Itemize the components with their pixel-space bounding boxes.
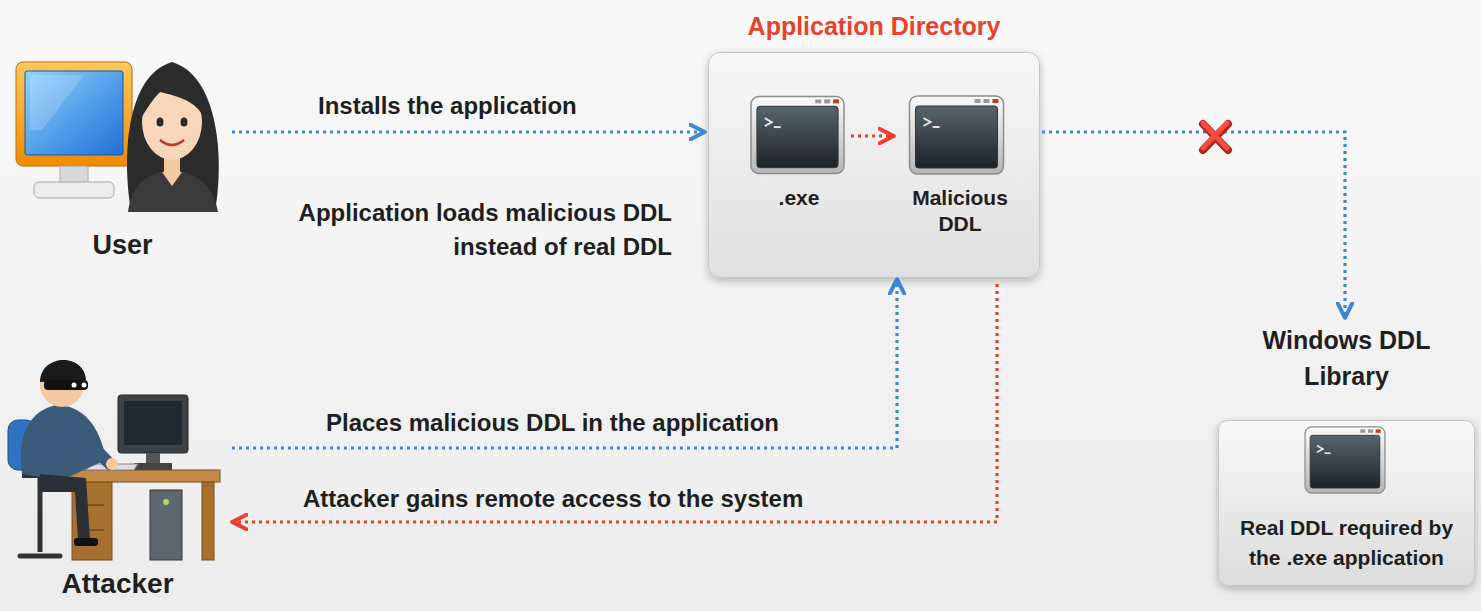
edge-label: Places malicious DDL in the application <box>326 408 779 438</box>
user-figure <box>127 62 219 212</box>
file-name: .exe <box>749 185 849 211</box>
user-figure <box>181 118 188 127</box>
attacker-figure <box>202 482 214 560</box>
connector-arrow <box>232 130 703 133</box>
attacker-figure <box>70 430 110 464</box>
attacker-figure <box>134 463 172 470</box>
attacker-figure <box>150 490 182 560</box>
actor-name: User <box>15 228 230 262</box>
blocked-cross <box>1203 124 1228 150</box>
blocked-cross <box>1203 124 1228 150</box>
blocked-cross <box>1203 123 1228 150</box>
attacker-figure <box>40 474 90 540</box>
actor-name: Attacker <box>5 568 230 600</box>
box-heading: Windows DDL Library <box>1247 322 1447 394</box>
label-holder: Installs the application <box>318 91 577 121</box>
connector-arrow <box>234 284 997 522</box>
label-holder: Attacker gains remote access to the syst… <box>303 484 803 514</box>
attacker-figure <box>118 395 188 453</box>
user-figure <box>128 170 218 212</box>
user-computer <box>30 75 84 130</box>
note-text: Application loads malicious DDL instead … <box>287 196 672 264</box>
attacker-figure <box>82 383 87 388</box>
node-body: Real DDL required by the .exe applicatio… <box>1231 513 1463 573</box>
attacker-figure <box>163 499 169 505</box>
dll-icon <box>1305 427 1385 493</box>
blocked-cross <box>1203 123 1227 148</box>
attacker-figure <box>20 554 60 559</box>
attacker-figure <box>40 360 86 382</box>
connector-arrow <box>232 281 897 448</box>
user-computer <box>16 62 132 198</box>
attacker-figure <box>44 380 88 390</box>
blocked-cross <box>1203 123 1227 148</box>
attacker-figure <box>74 538 98 546</box>
label-holder: Places malicious DDL in the application <box>326 408 779 438</box>
user-computer <box>60 166 88 184</box>
user-computer <box>34 182 114 198</box>
connector-arrow <box>1042 132 1345 316</box>
label-holder: Application loads malicious DDL instead … <box>287 196 672 264</box>
attacker-figure <box>106 458 118 470</box>
file-name: Malicious DDL <box>901 185 1019 237</box>
user-figure <box>157 118 164 127</box>
dll-icon <box>910 96 1004 174</box>
attacker-figure <box>8 360 220 560</box>
attacker-figure <box>124 401 182 445</box>
program-icon <box>751 96 844 173</box>
edge-label: Attacker gains remote access to the syst… <box>303 484 803 514</box>
user-computer <box>25 71 123 155</box>
box-heading: Application Directory <box>709 11 1039 41</box>
attacker-figure <box>72 383 77 388</box>
user-figure <box>162 172 182 186</box>
user-computer <box>16 62 132 166</box>
user-figure <box>160 140 184 145</box>
user-figure <box>140 75 204 120</box>
edge-label: Installs the application <box>318 91 577 121</box>
